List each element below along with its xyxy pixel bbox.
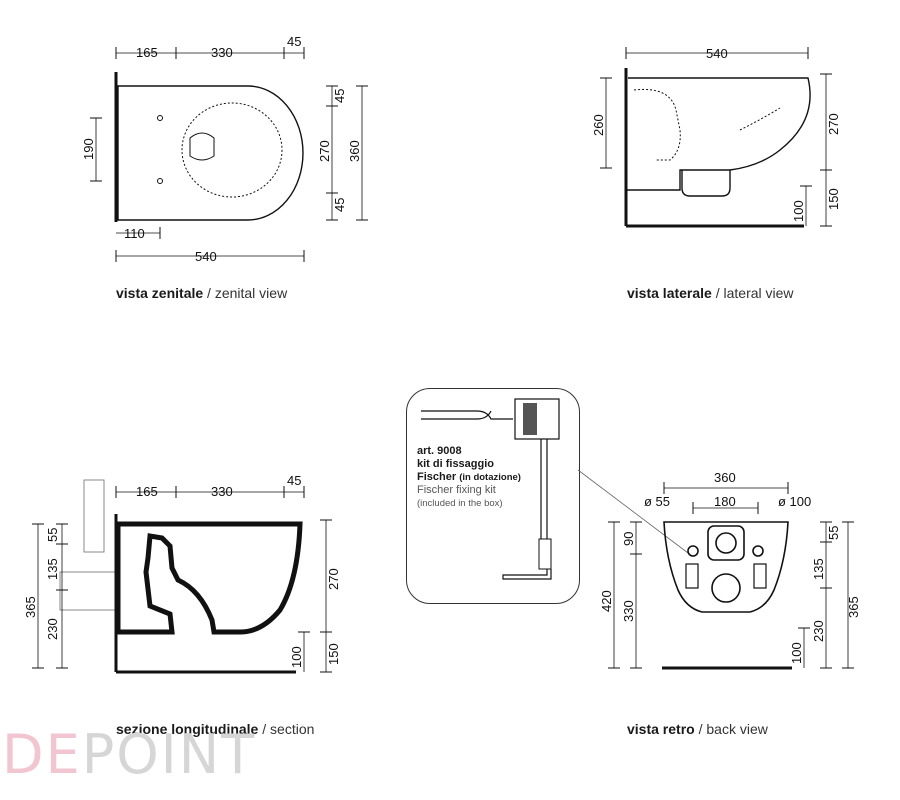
- zenital-dim-270: 270: [317, 140, 332, 162]
- caption-back: vista retro / back view: [627, 721, 768, 737]
- section-dim-165: 165: [136, 484, 158, 499]
- back-view-drawing: 360 180 ø 55 ø 100 420 90 330 55 135 230…: [599, 470, 861, 670]
- kit-name-it: kit di fissaggio: [417, 458, 495, 470]
- zenital-dim-330: 330: [211, 45, 233, 60]
- lateral-view-drawing: 540 260 270 150 100: [591, 46, 841, 228]
- caption-zenital-it: vista zenitale: [116, 285, 204, 301]
- zenital-dim-190: 190: [81, 138, 96, 160]
- zenital-dim-45-bottom: 45: [332, 198, 347, 212]
- zenital-dim-165: 165: [136, 45, 158, 60]
- back-dim-100: 100: [789, 642, 804, 664]
- caption-section: sezione longitudinale / section: [116, 721, 314, 737]
- caption-back-it: vista retro: [627, 721, 695, 737]
- caption-section-it: sezione longitudinale: [116, 721, 259, 737]
- zenital-dim-540: 540: [195, 249, 217, 264]
- lateral-dim-150: 150: [826, 188, 841, 210]
- back-dim-330: 330: [621, 600, 636, 622]
- lateral-dim-100: 100: [791, 200, 806, 222]
- section-dim-330: 330: [211, 484, 233, 499]
- caption-lateral: vista laterale / lateral view: [627, 285, 794, 301]
- back-dim-135: 135: [811, 558, 826, 580]
- caption-lateral-it: vista laterale: [627, 285, 712, 301]
- lateral-dim-270: 270: [826, 113, 841, 135]
- fixing-kit-text: art. 9008 kit di fissaggio Fischer (in d…: [417, 445, 521, 510]
- section-dim-100: 100: [289, 646, 304, 668]
- back-dim-90: 90: [621, 532, 636, 546]
- zenital-dim-110: 110: [124, 226, 145, 241]
- logo-part-point: POINT: [81, 723, 257, 786]
- caption-zenital-en: / zenital view: [207, 285, 288, 301]
- kit-name-en: Fischer fixing kit: [417, 484, 496, 496]
- caption-lateral-en: / lateral view: [715, 285, 794, 301]
- caption-back-en: / back view: [698, 721, 768, 737]
- depoint-logo: DEPOINT: [2, 728, 256, 782]
- back-dim-365: 365: [846, 596, 861, 618]
- bowl-outline-top: [117, 85, 304, 221]
- back-dim-55: 55: [826, 526, 841, 540]
- zenital-dim-45: 45: [287, 34, 301, 49]
- kit-brand: Fischer: [417, 471, 457, 483]
- fixing-kit-illustration: [421, 398, 560, 580]
- section-dim-230: 230: [45, 618, 60, 640]
- section-dim-135: 135: [45, 558, 60, 580]
- back-dim-d55: ø 55: [644, 494, 670, 509]
- section-dim-270: 270: [326, 568, 341, 590]
- fixing-kit-box: art. 9008 kit di fissaggio Fischer (in d…: [406, 388, 580, 604]
- back-dim-420: 420: [599, 590, 614, 612]
- lateral-dim-260: 260: [591, 114, 606, 136]
- bowl-outline-side: [626, 77, 811, 191]
- kit-art-number: art. 9008: [417, 445, 462, 457]
- bowl-section: [115, 521, 303, 635]
- zenital-dim-45-top: 45: [332, 89, 347, 103]
- lateral-dim-540: 540: [706, 46, 728, 61]
- back-dim-d100: ø 100: [778, 494, 811, 509]
- back-dim-360: 360: [714, 470, 736, 485]
- kit-included-en: (included in the box): [417, 498, 503, 509]
- kit-included-it: (in dotazione): [459, 472, 521, 483]
- back-dim-180: 180: [714, 494, 736, 509]
- logo-part-de: DE: [2, 723, 82, 786]
- section-dim-150: 150: [326, 643, 341, 665]
- caption-zenital: vista zenitale / zenital view: [116, 285, 287, 301]
- section-dim-365: 365: [23, 596, 38, 618]
- caption-section-en: / section: [262, 721, 315, 737]
- bowl-back-outline: [663, 521, 789, 613]
- section-view-drawing: 165 330 45 365 55 135 230 270 150 100: [23, 473, 341, 674]
- zenital-view-drawing: 165 330 45 190 110 540 45 270 45 360: [81, 34, 368, 264]
- back-dim-230: 230: [811, 620, 826, 642]
- section-dim-55: 55: [45, 528, 60, 542]
- section-dim-45: 45: [287, 473, 301, 488]
- zenital-dim-360: 360: [347, 140, 362, 162]
